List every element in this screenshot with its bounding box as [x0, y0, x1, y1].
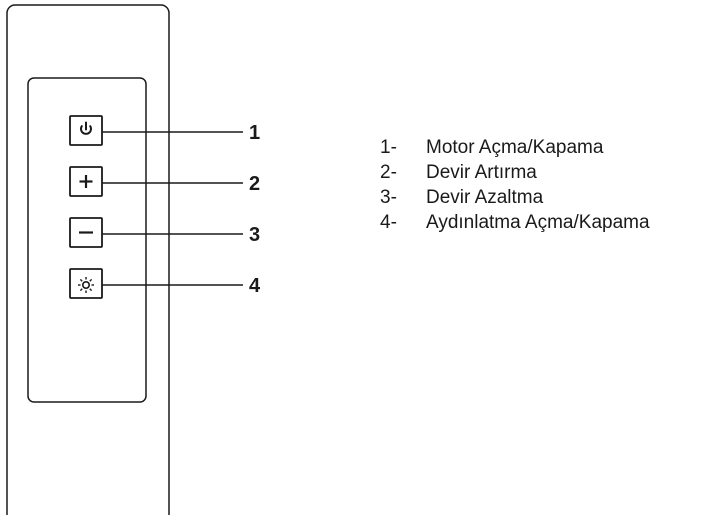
power-button[interactable]	[69, 115, 103, 146]
light-icon	[78, 277, 94, 293]
legend-item-number: 3-	[380, 187, 397, 208]
callout-number-1: 1	[249, 122, 260, 144]
legend-item-number: 1-	[380, 137, 397, 158]
legend-item: 2- Devir Artırma	[380, 160, 650, 185]
plus-icon	[79, 175, 93, 188]
button-panel-outline	[27, 77, 147, 403]
power-icon	[80, 121, 92, 135]
light-button[interactable]	[69, 268, 103, 299]
legend-item: 4- Aydınlatma Açma/Kapama	[380, 210, 650, 235]
control-body-outline	[6, 4, 170, 515]
callout-number-3: 3	[249, 224, 260, 246]
callout-number-2: 2	[249, 173, 260, 195]
legend-item-label: Motor Açma/Kapama	[426, 137, 604, 158]
speed-up-button[interactable]	[69, 166, 103, 197]
legend-item: 1- Motor Açma/Kapama	[380, 135, 650, 160]
legend-item: 3- Devir Azaltma	[380, 185, 650, 210]
legend-item-label: Devir Artırma	[426, 162, 537, 183]
speed-down-button[interactable]	[69, 217, 103, 248]
legend-item-label: Aydınlatma Açma/Kapama	[426, 212, 650, 233]
legend-list: 1- Motor Açma/Kapama 2- Devir Artırma 3-…	[380, 135, 650, 235]
callout-number-4: 4	[249, 275, 261, 297]
legend-item-label: Devir Azaltma	[426, 187, 544, 208]
legend-item-number: 4-	[380, 212, 397, 233]
legend-item-number: 2-	[380, 162, 397, 183]
